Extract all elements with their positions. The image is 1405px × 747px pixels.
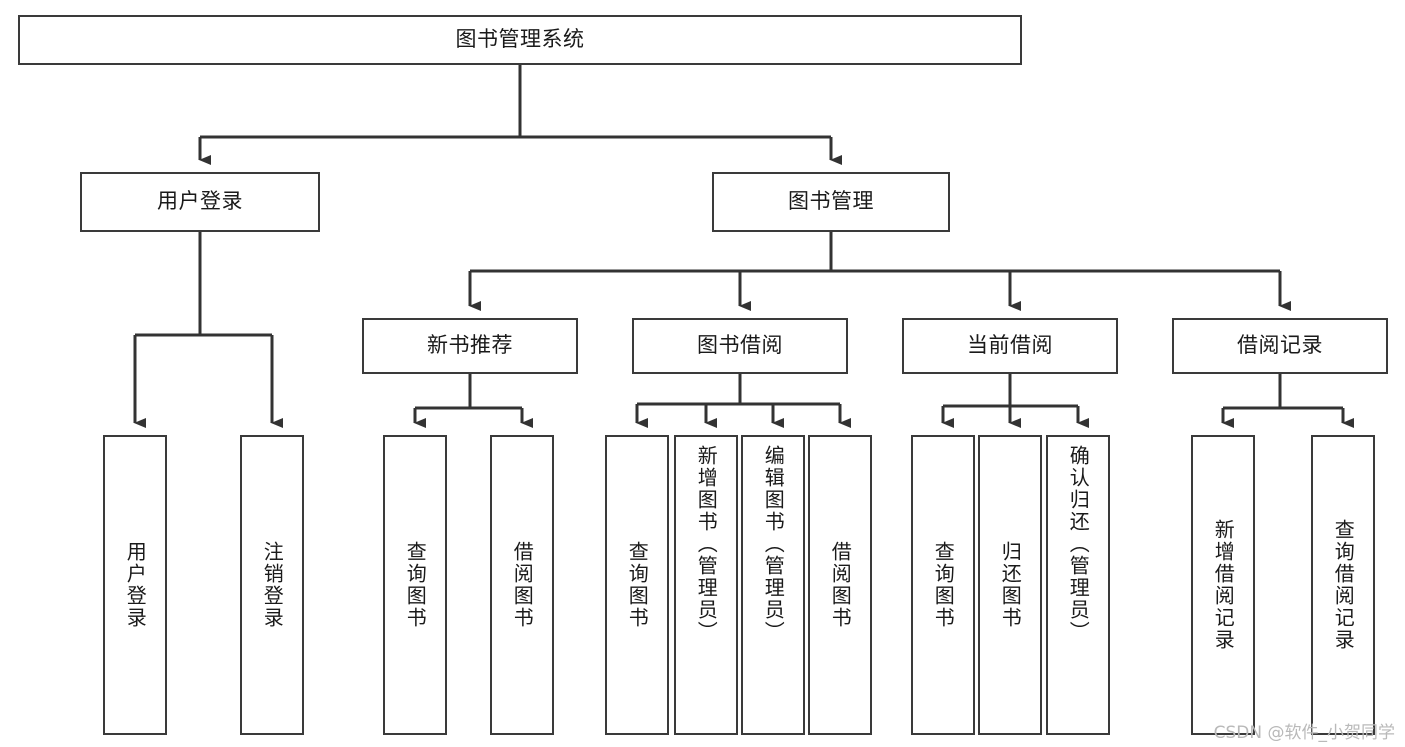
node-leaf-add-book-admin-label: 新增图书（管理员） bbox=[694, 445, 719, 643]
node-leaf-query-book-2-label: 查询图书 bbox=[625, 541, 650, 629]
node-leaf-user-login-label: 用户登录 bbox=[123, 541, 148, 629]
node-leaf-query-book-2[interactable]: 查询图书 bbox=[605, 435, 669, 735]
node-leaf-add-borrow-record-label: 新增借阅记录 bbox=[1211, 519, 1236, 651]
node-leaf-user-login[interactable]: 用户登录 bbox=[103, 435, 167, 735]
node-leaf-query-book-1-label: 查询图书 bbox=[403, 541, 428, 629]
node-book-borrow-label: 图书借阅 bbox=[697, 333, 783, 358]
node-leaf-query-book-3-label: 查询图书 bbox=[931, 541, 956, 629]
node-leaf-edit-book-admin-label: 编辑图书（管理员） bbox=[761, 445, 786, 643]
node-leaf-borrow-book-1[interactable]: 借阅图书 bbox=[490, 435, 554, 735]
node-leaf-query-borrow-record-label: 查询借阅记录 bbox=[1331, 519, 1356, 651]
node-leaf-query-book-3[interactable]: 查询图书 bbox=[911, 435, 975, 735]
node-root-图书管理系统[interactable]: 图书管理系统 bbox=[18, 15, 1022, 65]
node-new-book-recommend[interactable]: 新书推荐 bbox=[362, 318, 578, 374]
node-leaf-confirm-return-admin-label: 确认归还（管理员） bbox=[1066, 445, 1091, 643]
node-user-login[interactable]: 用户登录 bbox=[80, 172, 320, 232]
node-leaf-logout-login-label: 注销登录 bbox=[260, 541, 285, 629]
node-borrow-record[interactable]: 借阅记录 bbox=[1172, 318, 1388, 374]
node-user-login-label: 用户登录 bbox=[157, 189, 243, 214]
node-borrow-record-label: 借阅记录 bbox=[1237, 333, 1323, 358]
node-leaf-return-book[interactable]: 归还图书 bbox=[978, 435, 1042, 735]
node-book-manage[interactable]: 图书管理 bbox=[712, 172, 950, 232]
node-leaf-edit-book-admin[interactable]: 编辑图书（管理员） bbox=[741, 435, 805, 735]
watermark-label: CSDN @软件_小贺同学 bbox=[1213, 723, 1395, 743]
node-leaf-query-borrow-record[interactable]: 查询借阅记录 bbox=[1311, 435, 1375, 735]
node-root-图书管理系统-label: 图书管理系统 bbox=[455, 27, 585, 52]
node-leaf-add-book-admin[interactable]: 新增图书（管理员） bbox=[674, 435, 738, 735]
node-leaf-borrow-book-1-label: 借阅图书 bbox=[510, 541, 535, 629]
node-leaf-borrow-book-2-label: 借阅图书 bbox=[828, 541, 853, 629]
node-new-book-recommend-label: 新书推荐 bbox=[427, 333, 513, 358]
node-leaf-borrow-book-2[interactable]: 借阅图书 bbox=[808, 435, 872, 735]
node-current-borrow-label: 当前借阅 bbox=[967, 333, 1053, 358]
node-book-manage-label: 图书管理 bbox=[788, 189, 874, 214]
node-leaf-confirm-return-admin[interactable]: 确认归还（管理员） bbox=[1046, 435, 1110, 735]
node-leaf-query-book-1[interactable]: 查询图书 bbox=[383, 435, 447, 735]
node-current-borrow[interactable]: 当前借阅 bbox=[902, 318, 1118, 374]
node-leaf-add-borrow-record[interactable]: 新增借阅记录 bbox=[1191, 435, 1255, 735]
node-book-borrow[interactable]: 图书借阅 bbox=[632, 318, 848, 374]
node-leaf-return-book-label: 归还图书 bbox=[998, 541, 1023, 629]
node-leaf-logout-login[interactable]: 注销登录 bbox=[240, 435, 304, 735]
